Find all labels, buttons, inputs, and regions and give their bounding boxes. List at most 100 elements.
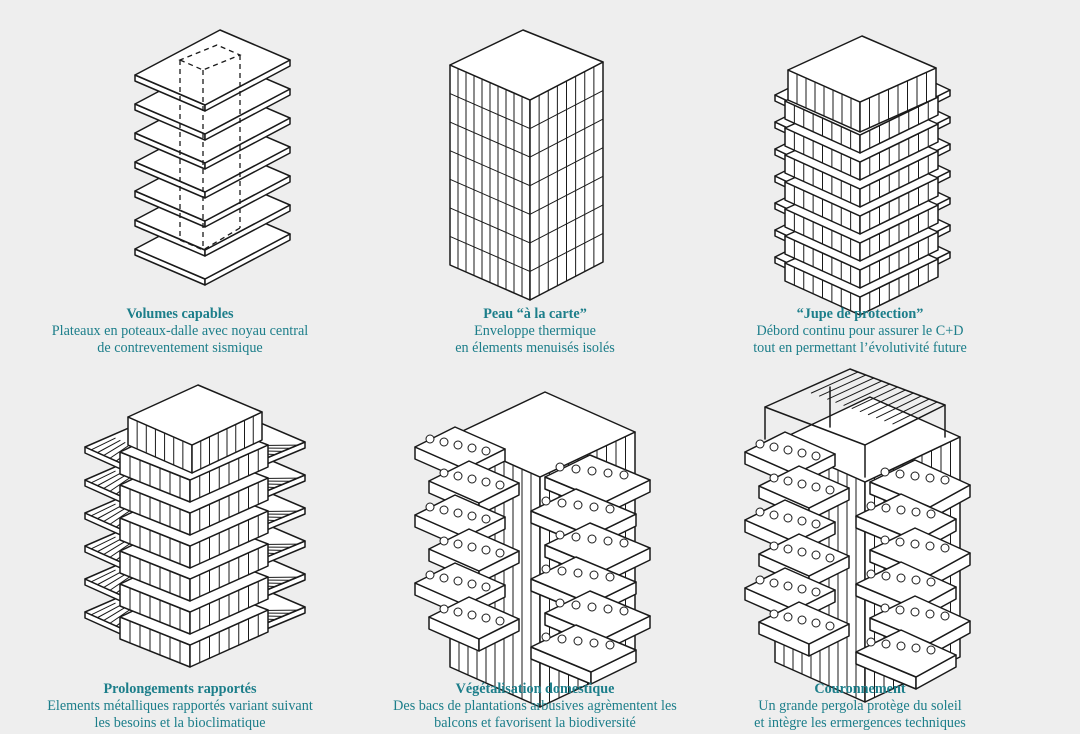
louvre-hatch <box>97 604 121 619</box>
planter-leaf <box>587 534 597 544</box>
planter-leaf <box>769 510 779 520</box>
planter-leaf <box>573 636 583 646</box>
planter-leaf <box>940 475 950 485</box>
planter-leaf <box>571 600 581 610</box>
louvre-hatch <box>97 538 121 553</box>
planter-leaf <box>603 604 613 614</box>
louvre-hatch <box>97 571 121 586</box>
planter-leaf <box>895 469 905 479</box>
caption-jupe-de-protection: “Jupe de protection” Débord continu pour… <box>680 306 1040 357</box>
planter-box-top-face <box>530 488 637 537</box>
pergola-slat <box>810 371 859 394</box>
planter-leaf <box>866 501 876 511</box>
panel-jupe-de-protection: “Jupe de protection” Débord continu pour… <box>680 0 1040 367</box>
planter-leaf <box>571 532 581 542</box>
panel-text-line: et intègre les ermergences techniques <box>754 715 966 731</box>
planter-leaf <box>573 500 583 510</box>
planter-leaf <box>769 541 779 551</box>
planter-leaf <box>439 437 449 447</box>
sketch-peau-a-la-carte <box>449 29 604 301</box>
planter-leaf <box>910 471 920 481</box>
planter-leaf <box>825 621 835 631</box>
sketch-jupe-de-protection <box>774 35 951 316</box>
planter-leaf <box>797 448 807 458</box>
planter-leaf <box>769 442 779 452</box>
planter-leaf <box>755 575 765 585</box>
planter-leaf <box>811 451 821 461</box>
planter-leaf <box>811 482 821 492</box>
panel-text-line: Elements métalliques rapportés variant s… <box>47 698 313 714</box>
planter-leaf <box>481 477 491 487</box>
floor-line <box>449 204 604 244</box>
planter-leaf <box>619 538 629 548</box>
planter-leaf <box>797 516 807 526</box>
planter-leaf <box>880 603 890 613</box>
planter-leaf <box>911 507 921 517</box>
planter-leaf <box>495 480 505 490</box>
louvre-hatch <box>103 607 126 621</box>
floor-line <box>449 147 604 187</box>
planter-leaf <box>589 570 599 580</box>
panel-couronnement: Couronnement Un grande pergola protège d… <box>680 367 1040 734</box>
pergola-slat <box>851 386 898 409</box>
planter-leaf <box>940 611 950 621</box>
louvre-hatch <box>103 475 126 489</box>
planter-leaf <box>811 587 821 597</box>
planter-leaf <box>603 468 613 478</box>
panel-text-line: les besoins et la bioclimatique <box>94 715 266 731</box>
planter-leaf <box>825 485 835 495</box>
planter-leaf <box>881 571 891 581</box>
planter-leaf <box>605 640 615 650</box>
caption-vegetalisation-domestique: Végétalisation domestique Des bacs de pl… <box>355 681 715 732</box>
panel-title: Peau “à la carte” <box>483 306 587 322</box>
planter-leaf <box>895 605 905 615</box>
louvre-hatch <box>97 505 121 520</box>
panel-title: Volumes capables <box>126 306 234 322</box>
caption-couronnement: Couronnement Un grande pergola protège d… <box>680 681 1040 732</box>
planter-leaf <box>453 440 463 450</box>
planter-leaf <box>589 502 599 512</box>
planter-leaf <box>425 502 435 512</box>
planter-leaf <box>811 550 821 560</box>
floor-slab-top-face <box>134 29 291 106</box>
panel-text-line: balcons et favorisent la biodiversité <box>434 715 636 731</box>
planter-box-top-face <box>855 493 957 542</box>
planter-leaf <box>797 584 807 594</box>
panel-text-line: en élements menuisés isolés <box>455 340 615 356</box>
planter-leaf <box>589 638 599 648</box>
planter-leaf <box>769 609 779 619</box>
planter-leaf <box>453 576 463 586</box>
panel-text-line: Plateaux en poteaux-dalle avec noyau cen… <box>51 323 309 339</box>
panel-volumes-capables: Volumes capables Plateaux en poteaux-dal… <box>0 0 360 367</box>
planter-leaf <box>555 530 565 540</box>
planter-leaf <box>910 607 920 617</box>
planter-leaf <box>453 539 463 549</box>
planter-leaf <box>467 474 477 484</box>
planter-leaf <box>467 579 477 589</box>
caption-volumes-capables: Volumes capables Plateaux en poteaux-dal… <box>0 306 360 357</box>
planter-leaf <box>783 445 793 455</box>
top-block-top-face <box>787 35 937 103</box>
planter-leaf <box>896 641 906 651</box>
panel-text-line: tout en permettant l’évolutivité future <box>753 340 967 356</box>
planter-leaf <box>783 476 793 486</box>
louvre-hatch <box>97 472 121 487</box>
planter-leaf <box>467 542 477 552</box>
planter-leaf <box>603 536 613 546</box>
pergola-slat <box>884 398 930 422</box>
planter-leaf <box>619 606 629 616</box>
planter-leaf <box>605 572 615 582</box>
planter-leaf <box>895 537 905 547</box>
planter-leaf <box>940 543 950 553</box>
planter-leaf <box>541 496 551 506</box>
planter-leaf <box>797 479 807 489</box>
planter-leaf <box>557 498 567 508</box>
planter-leaf <box>467 610 477 620</box>
planter-leaf <box>467 443 477 453</box>
pergola-slat <box>867 392 914 416</box>
planter-leaf <box>880 467 890 477</box>
planter-leaf <box>896 573 906 583</box>
louvre-hatch <box>90 569 116 583</box>
floor-line <box>449 118 604 158</box>
tower-top-face <box>449 29 604 101</box>
